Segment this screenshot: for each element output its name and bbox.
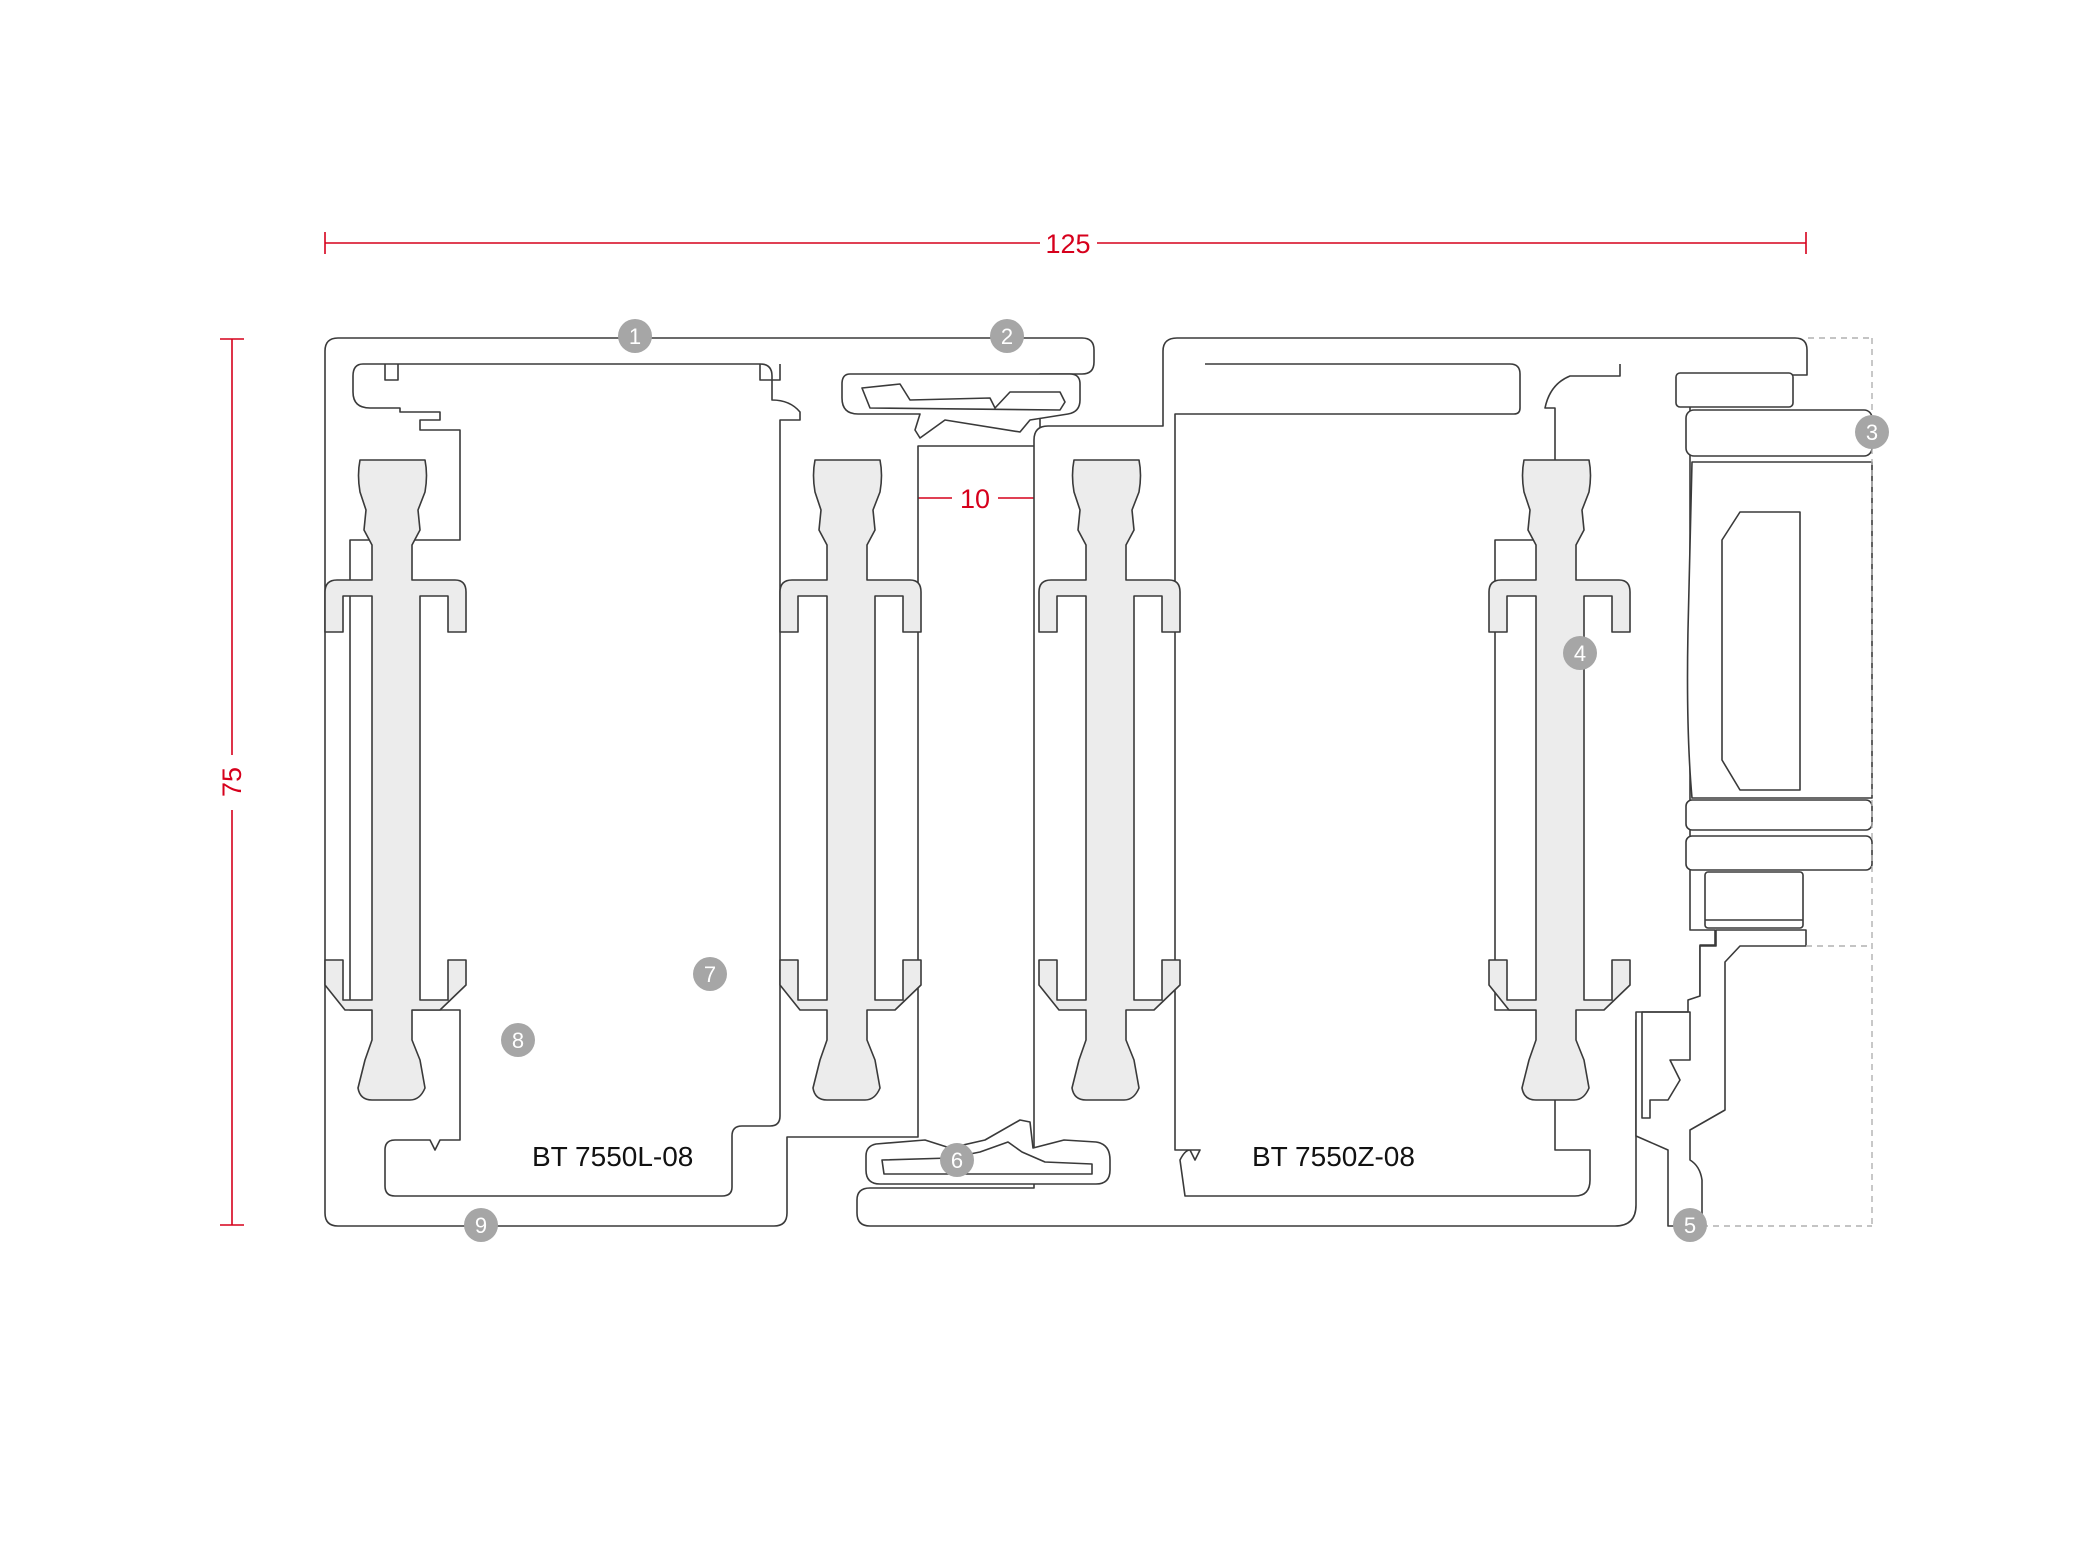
svg-text:5: 5 [1684,1213,1696,1238]
left-profile [324,337,1095,1227]
top-seal-inner [861,383,1066,411]
dimension-width-label: 125 [1045,229,1090,259]
dimension-height-label: 75 [217,767,247,797]
svg-text:4: 4 [1574,641,1586,666]
sash-frame-outline [1635,929,1807,1227]
left-profile-label: BT 7550L-08 [532,1141,693,1172]
bottom-seal-outline [865,1119,1111,1185]
left-profile-inner-chamber [349,363,801,1197]
dimension-gap-label: 10 [960,484,990,514]
reference-lines [1702,337,1873,1227]
glazing-seal-core [1721,511,1801,791]
thermal-strips [324,459,1631,1101]
dimension-height: 75 [217,338,247,1226]
callout-2: 2 [990,319,1024,353]
glazing-top-block [1675,372,1794,408]
callout-7: 7 [693,957,727,991]
left-profile-lip-right [759,364,781,381]
callout-1: 1 [618,319,652,353]
svg-text:8: 8 [512,1028,524,1053]
glazing-bead-lower [1685,799,1873,831]
svg-text:9: 9 [475,1213,487,1238]
svg-text:1: 1 [629,324,641,349]
glazing-bead-bottom [1685,835,1873,871]
dimension-width: 125 [324,229,1807,259]
callout-4: 4 [1563,636,1597,670]
thermal-strip-3 [1038,459,1181,1101]
top-coupling-seal [841,373,1081,439]
top-seal-outline [841,373,1081,439]
glazing-bottom-block [1704,871,1804,929]
left-profile-lip-top [384,364,399,381]
callout-5: 5 [1673,1208,1707,1242]
sash-frame-detail [1635,929,1807,1227]
right-profile-inner-chamber [1174,363,1621,1197]
sash-clip [1641,1011,1691,1119]
right-profile-label: BT 7550Z-08 [1252,1141,1415,1172]
thermal-strip-4 [1488,459,1631,1101]
svg-text:3: 3 [1866,420,1878,445]
glazing-unit [1675,372,1873,929]
callout-8: 8 [501,1023,535,1057]
thermal-strip-1 [324,459,467,1101]
callout-9: 9 [464,1208,498,1242]
svg-text:6: 6 [951,1148,963,1173]
callout-6: 6 [940,1143,974,1177]
callout-3: 3 [1855,415,1889,449]
dimension-gap: 10 [915,484,1036,514]
left-profile-outer-shell [324,337,1095,1227]
svg-text:2: 2 [1001,324,1013,349]
glazing-bead-upper [1685,409,1873,457]
svg-text:7: 7 [704,962,716,987]
thermal-strip-2 [779,459,922,1101]
glazing-seal-body [1686,461,1873,799]
